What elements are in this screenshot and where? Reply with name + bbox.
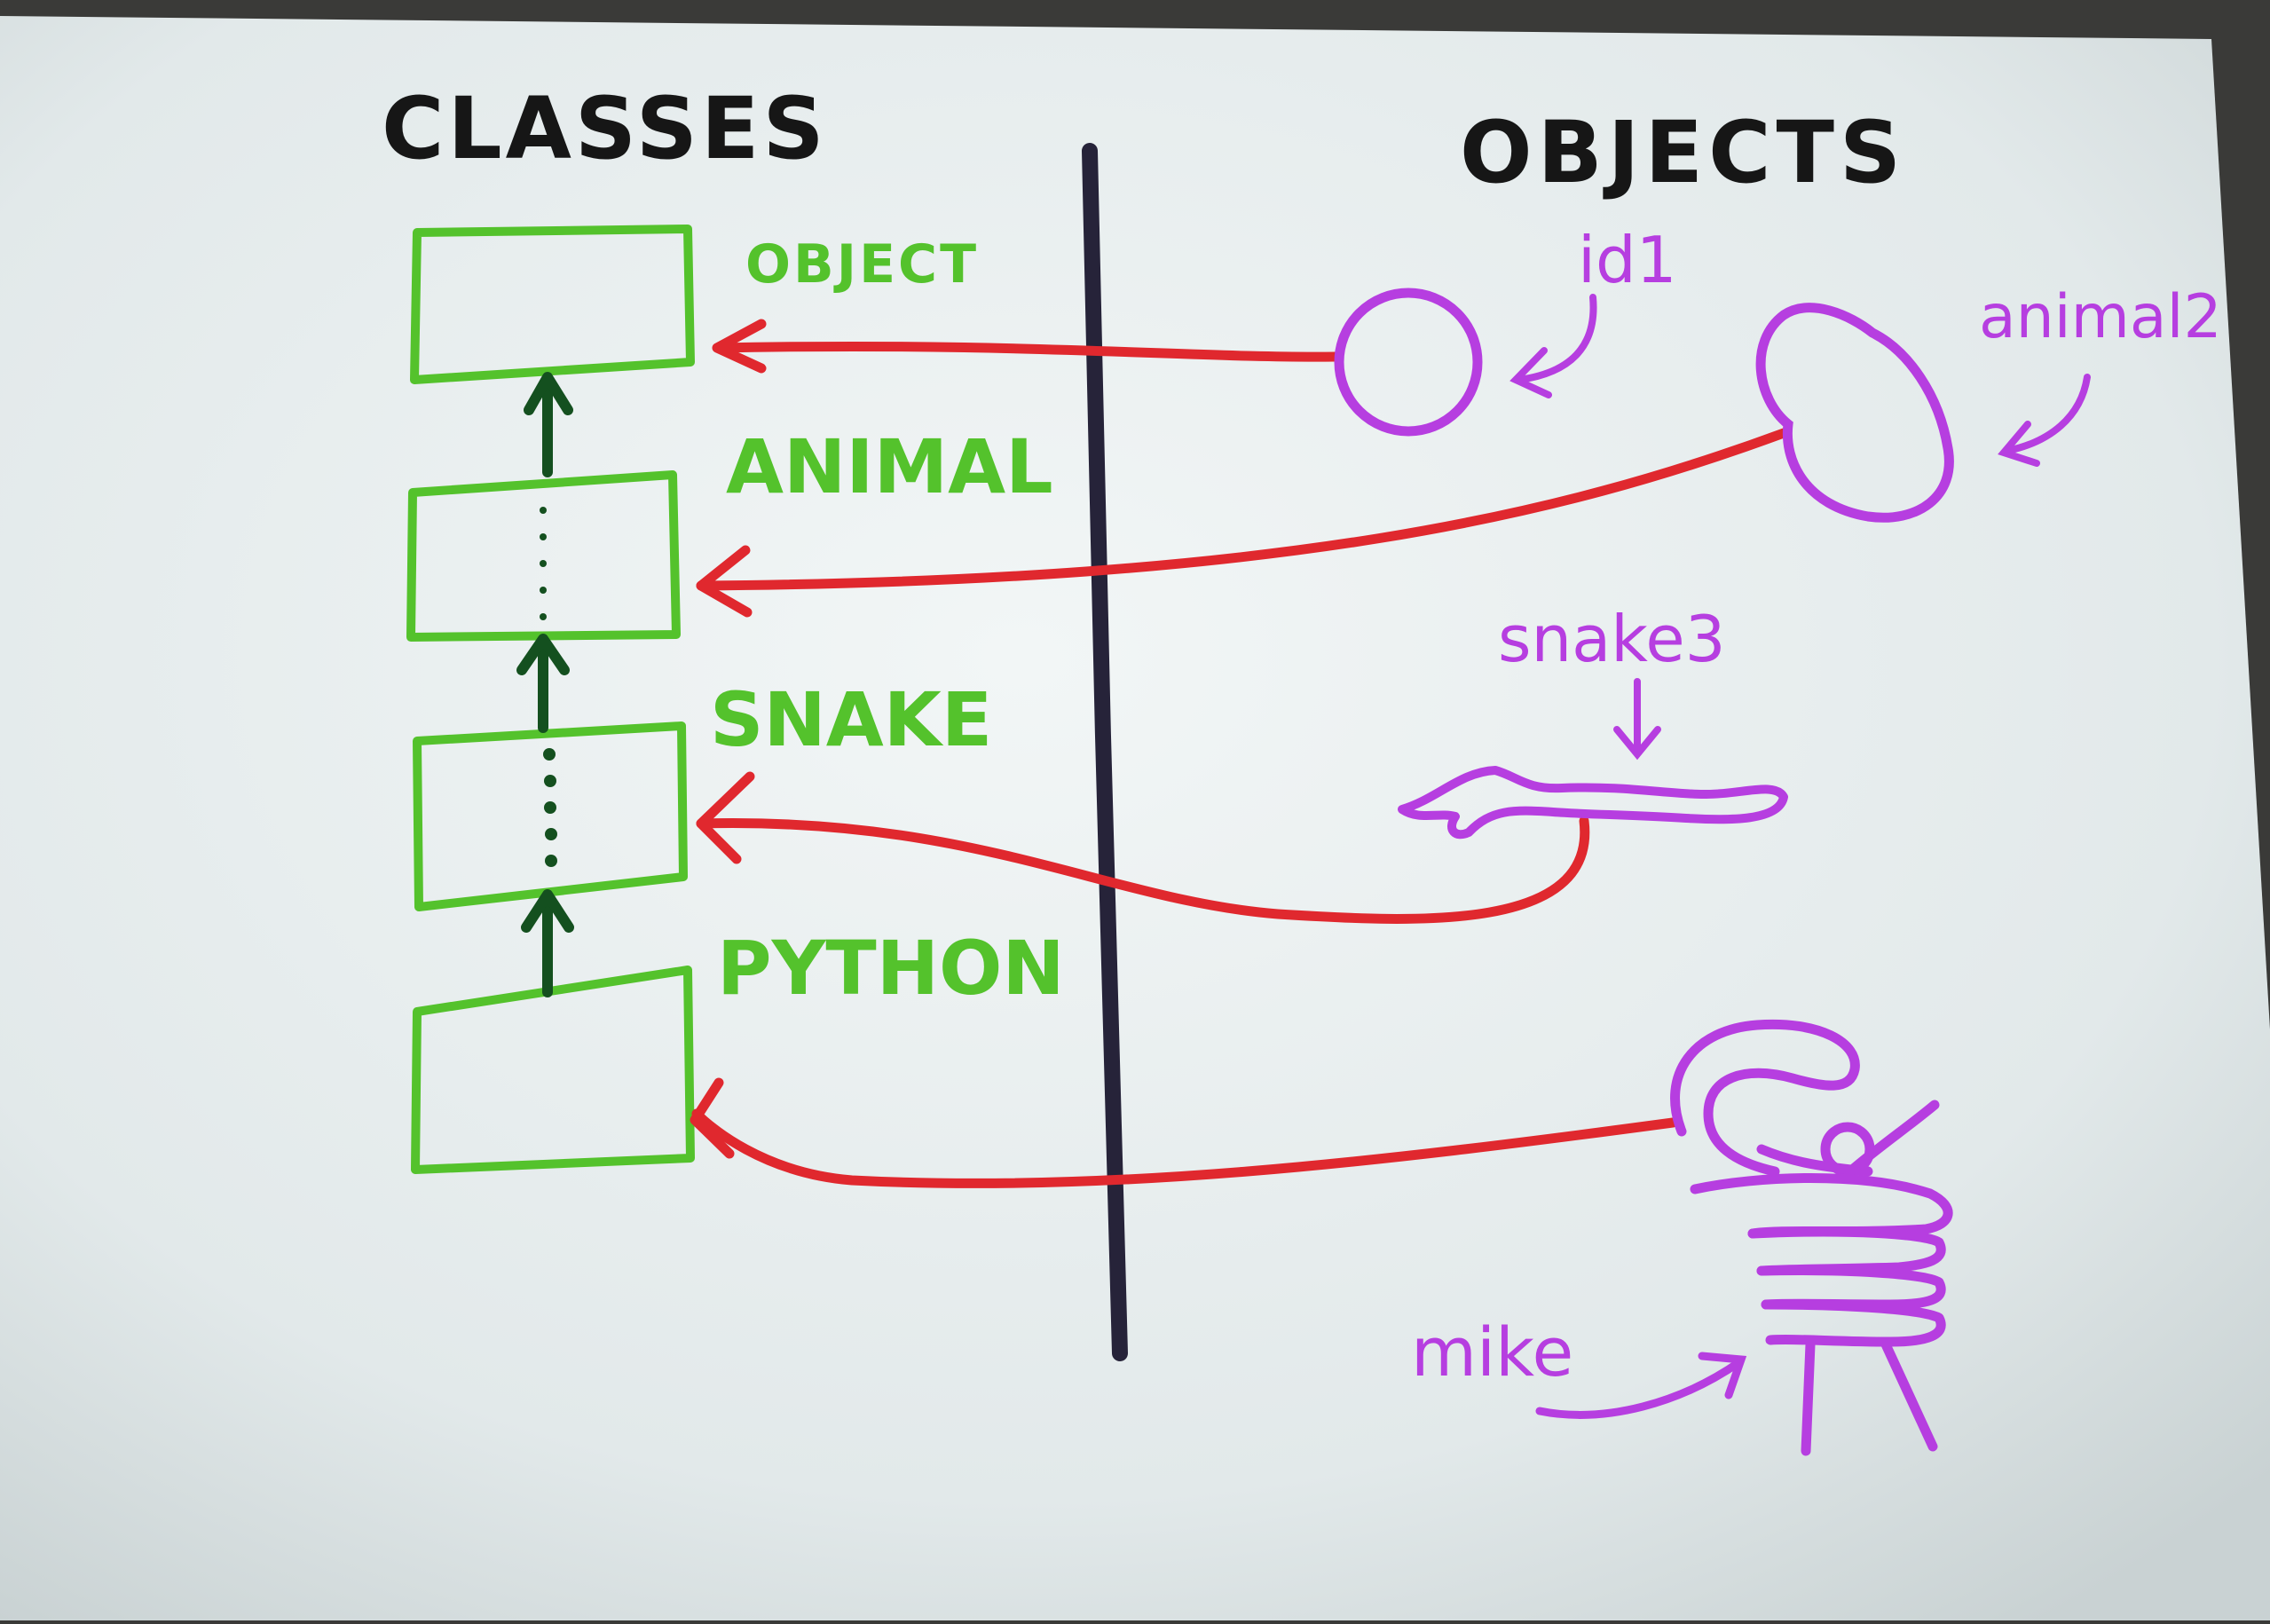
object-animal2-blob bbox=[1755, 303, 1954, 523]
inheritance-arrows bbox=[516, 372, 574, 997]
instance-arrow-snake3 bbox=[696, 816, 1590, 924]
instance-arrows bbox=[690, 319, 1789, 1189]
pointer-arrow-mike bbox=[1535, 1352, 1747, 1419]
object-id1-circle bbox=[1334, 288, 1483, 437]
objects-heading: OBJECTS bbox=[1460, 103, 1906, 202]
instance-arrow-id1 bbox=[713, 341, 1341, 362]
class-box-snake bbox=[413, 721, 688, 911]
pointer-arrow-snake3 bbox=[1613, 678, 1661, 761]
class-label-object: OBJECT bbox=[745, 233, 979, 296]
object-label-mike: mike bbox=[1411, 1313, 1573, 1391]
pointer-arrow-animal2 bbox=[1998, 374, 2091, 467]
instance-arrow-mike bbox=[691, 1108, 1678, 1189]
class-label-animal: ANIMAL bbox=[726, 423, 1053, 510]
inheritance-dots bbox=[540, 507, 557, 867]
object-mike-coiled-python bbox=[1670, 1019, 1953, 1456]
object-snake3-snake bbox=[1398, 766, 1788, 840]
paper-sheet bbox=[0, 16, 2270, 1620]
object-label-snake3: snake3 bbox=[1498, 602, 1726, 676]
class-label-snake: SNAKE bbox=[710, 676, 992, 763]
instance-arrow-animal2 bbox=[696, 428, 1789, 591]
object-label-animal2: animal2 bbox=[1979, 282, 2222, 352]
class-box-python bbox=[411, 966, 695, 1174]
class-box-animal bbox=[406, 470, 681, 642]
object-label-id1: id1 bbox=[1578, 223, 1677, 297]
pointer-arrow-id1 bbox=[1509, 294, 1597, 398]
class-box-object bbox=[410, 225, 695, 384]
class-label-python: PYTHON bbox=[717, 925, 1065, 1012]
classes-heading: CLASSES bbox=[382, 79, 828, 178]
